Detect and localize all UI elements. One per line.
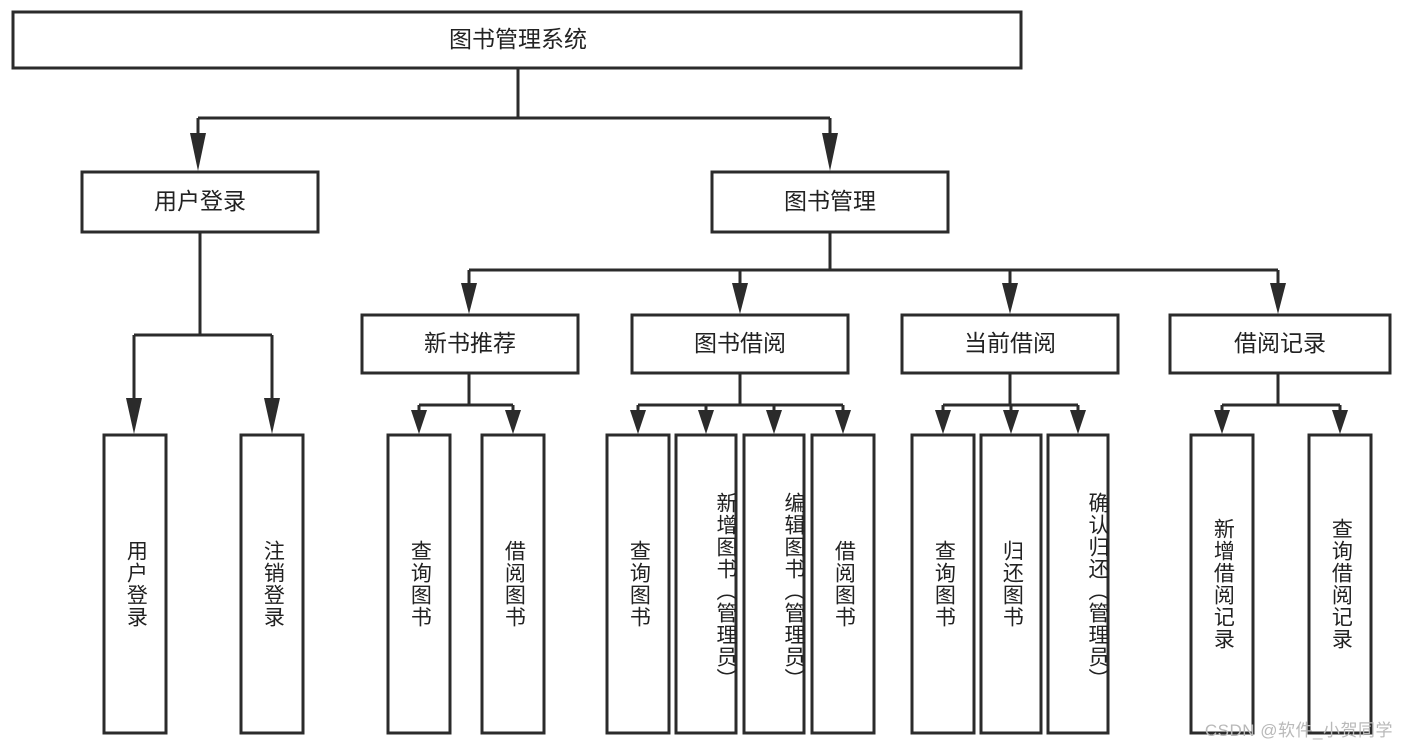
- arrow-head-leaf-query-record: [1332, 410, 1348, 434]
- node-box-user-login[interactable]: [80, 170, 320, 234]
- arrow-head-leaf-user-login: [126, 398, 142, 434]
- arrow-head-leaf-query-book-3: [935, 410, 951, 434]
- node-box-leaf-user-login[interactable]: [102, 433, 168, 735]
- csdn-watermark: CSDN @软件_小贺同学: [1204, 721, 1393, 740]
- arrow-head-book-borrow: [732, 283, 748, 314]
- arrow-head-leaf-edit-book: [766, 410, 782, 434]
- node-label-user-login: 用户登录: [154, 188, 246, 214]
- arrow-head-leaf-query-book-2: [630, 410, 646, 434]
- node-label-book-management: 图书管理: [784, 188, 876, 214]
- node-box-leaf-add-book[interactable]: [674, 433, 738, 735]
- node-label-book-borrow: 图书借阅: [694, 330, 786, 356]
- arrow-head-borrow-record: [1270, 283, 1286, 314]
- node-label-current-borrow: 当前借阅: [964, 330, 1056, 356]
- node-box-leaf-query-book-1[interactable]: [386, 433, 452, 735]
- arrow-head-leaf-add-record: [1214, 410, 1230, 434]
- node-box-book-borrow[interactable]: [630, 313, 850, 375]
- node-box-book-management[interactable]: [710, 170, 950, 234]
- node-label-root: 图书管理系统: [449, 26, 587, 52]
- node-box-leaf-add-record[interactable]: [1189, 433, 1255, 735]
- node-box-leaf-query-book-3[interactable]: [910, 433, 976, 735]
- arrow-head-leaf-borrow-book-2: [835, 410, 851, 434]
- node-box-leaf-confirm-return[interactable]: [1046, 433, 1110, 735]
- node-label-borrow-record: 借阅记录: [1234, 330, 1326, 356]
- arrow-head-new-book-recommend: [461, 283, 477, 314]
- arrow-head-leaf-query-book-1: [411, 410, 427, 434]
- node-box-leaf-borrow-book-2[interactable]: [810, 433, 876, 735]
- node-box-leaf-query-book-2[interactable]: [605, 433, 671, 735]
- node-box-root[interactable]: [11, 10, 1023, 70]
- arrow-head-book-management: [822, 133, 838, 171]
- arrow-head-leaf-confirm-return: [1070, 410, 1086, 434]
- node-label-new-book-recommend: 新书推荐: [424, 330, 516, 356]
- node-box-leaf-edit-book[interactable]: [742, 433, 806, 735]
- node-box-leaf-query-record[interactable]: [1307, 433, 1373, 735]
- node-box-leaf-user-logout[interactable]: [239, 433, 305, 735]
- arrow-head-user-login: [190, 133, 206, 171]
- node-box-new-book-recommend[interactable]: [360, 313, 580, 375]
- arrow-head-leaf-borrow-book-1: [505, 410, 521, 434]
- node-box-current-borrow[interactable]: [900, 313, 1120, 375]
- node-layer: 图书管理系统 用户登录 图书管理 新书推荐 图书借阅 当前借阅 借阅记录: [11, 10, 1392, 735]
- connector-layer: [126, 68, 1348, 434]
- node-box-leaf-borrow-book-1[interactable]: [480, 433, 546, 735]
- node-box-borrow-record[interactable]: [1168, 313, 1392, 375]
- arrow-head-leaf-user-logout: [264, 398, 280, 434]
- arrow-head-leaf-add-book: [698, 410, 714, 434]
- node-box-leaf-return-book[interactable]: [979, 433, 1043, 735]
- arrow-head-current-borrow: [1002, 283, 1018, 314]
- arrow-head-leaf-return-book: [1003, 410, 1019, 434]
